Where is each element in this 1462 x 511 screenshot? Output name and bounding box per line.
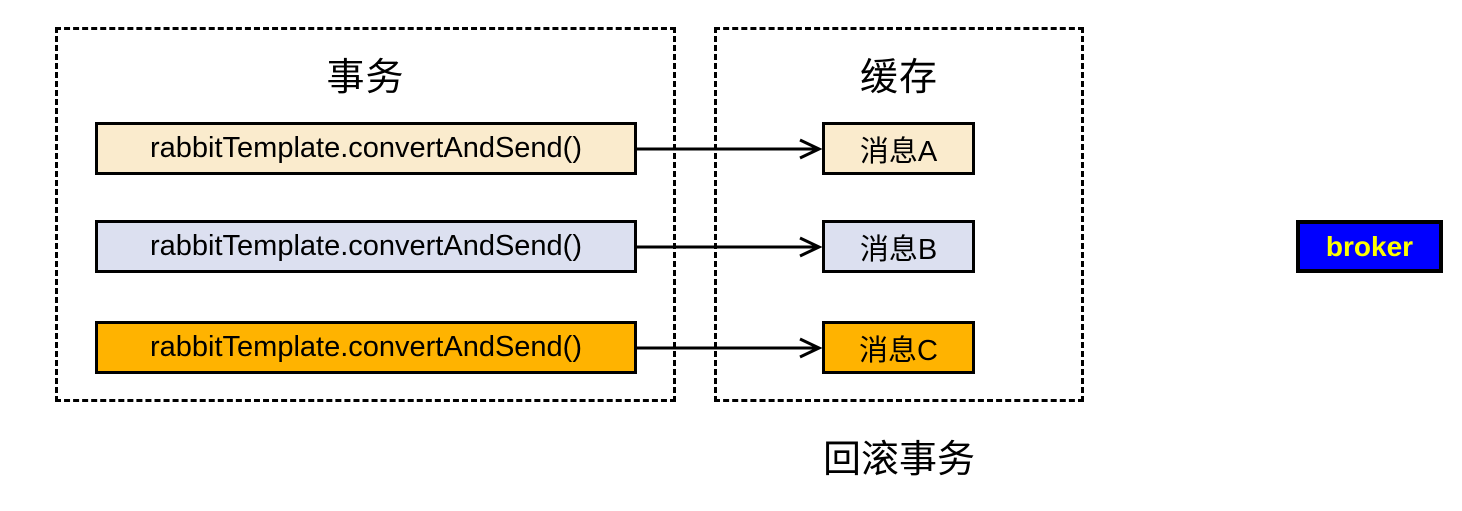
message-box-label: 消息A (859, 135, 938, 168)
message-box-label: 消息C (859, 334, 938, 367)
message-box-row-3: 消息C (822, 321, 975, 374)
broker-label: broker (1325, 230, 1414, 262)
message-box-label: 消息B (859, 233, 938, 266)
send-box-label: rabbitTemplate.convertAndSend() (149, 230, 582, 262)
diagram-caption: 回滚事务 (822, 439, 975, 481)
broker-box: broker (1296, 220, 1443, 273)
group-transaction: 事务 (55, 27, 676, 402)
message-box-row-1: 消息A (822, 122, 975, 175)
send-box-row-1: rabbitTemplate.convertAndSend() (95, 122, 637, 175)
group-cache: 缓存 (714, 27, 1084, 402)
message-box-row-2: 消息B (822, 220, 975, 273)
group-cache-title: 缓存 (859, 57, 938, 99)
group-transaction-title: 事务 (326, 57, 405, 99)
send-box-label: rabbitTemplate.convertAndSend() (149, 132, 582, 164)
send-box-label: rabbitTemplate.convertAndSend() (149, 331, 582, 363)
send-box-row-3: rabbitTemplate.convertAndSend() (95, 321, 637, 374)
send-box-row-2: rabbitTemplate.convertAndSend() (95, 220, 637, 273)
